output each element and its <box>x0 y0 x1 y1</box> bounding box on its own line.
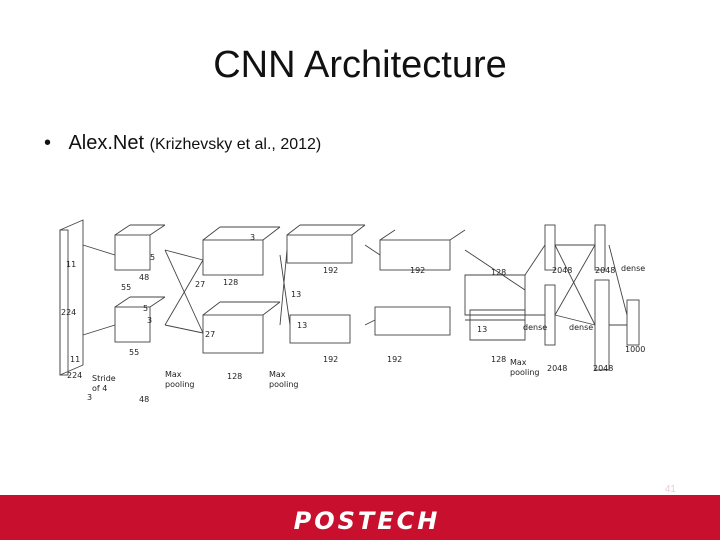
label-in11b: 11 <box>70 355 80 364</box>
bullet-alexnet: • Alex.Net (Krizhevsky et al., 2012) <box>44 132 321 155</box>
dense2-top <box>594 224 606 271</box>
label-maxpool1: Max <box>165 370 182 379</box>
label-d1000: 1000 <box>625 345 645 354</box>
label-maxpool1b: pooling <box>165 380 194 389</box>
label-in3: 3 <box>87 393 92 402</box>
postech-logo: POSTECH <box>294 509 441 533</box>
label-c13a: 13 <box>291 290 301 299</box>
label-d2048a: 2048 <box>552 266 572 275</box>
dense1-bottom <box>544 284 556 346</box>
conv3-bottom <box>289 314 351 344</box>
label-c55a: 55 <box>121 283 131 292</box>
label-c192c: 192 <box>323 355 338 364</box>
label-c128b: 128 <box>227 372 242 381</box>
label-maxpool2b: pooling <box>269 380 298 389</box>
postech-logo-text: POSTECH <box>294 509 441 533</box>
label-c128d: 128 <box>491 355 506 364</box>
label-maxpool2: Max <box>269 370 286 379</box>
label-c27b: 27 <box>205 330 215 339</box>
dense2-bottom <box>594 279 610 371</box>
input-volume <box>59 219 84 376</box>
label-in224b: 224 <box>67 371 82 380</box>
label-c192a: 192 <box>323 266 338 275</box>
dense1-top <box>544 224 556 271</box>
label-dense1: dense <box>523 323 547 332</box>
bullet-dot: • <box>44 132 52 154</box>
conv1-bottom <box>114 306 151 343</box>
label-in11a: 11 <box>66 260 76 269</box>
bullet-reference: (Krizhevsky et al., 2012) <box>149 136 322 153</box>
label-c13c: 13 <box>477 325 487 334</box>
conv2-top <box>202 239 264 276</box>
label-d2048b: 2048 <box>595 266 615 275</box>
label-c55b: 55 <box>129 348 139 357</box>
label-c128a: 128 <box>223 278 238 287</box>
conv3-top <box>286 234 353 264</box>
label-d2048c: 2048 <box>547 364 567 373</box>
alexnet-diagram: 224 224 11 11 3 Stride of 4 55 55 48 48 … <box>59 219 645 404</box>
conv5-top <box>464 274 526 316</box>
label-c5a: 5 <box>150 253 155 262</box>
label-c3a: 3 <box>147 316 152 325</box>
label-c27a: 27 <box>195 280 205 289</box>
label-maxpool3: Max <box>510 358 527 367</box>
page-number: 41 <box>664 484 676 495</box>
label-c48a: 48 <box>139 273 149 282</box>
label-d2048d: 2048 <box>593 364 613 373</box>
label-c3b: 3 <box>250 233 255 242</box>
conv4-bottom <box>374 306 451 336</box>
footer-bar <box>0 495 720 540</box>
bullet-main-text: Alex.Net <box>68 132 145 154</box>
conv1-top <box>114 234 151 271</box>
label-in224a: 224 <box>61 308 76 317</box>
label-c13b: 13 <box>297 321 307 330</box>
conv5-bottom <box>469 309 526 341</box>
label-dense3: dense <box>621 264 645 273</box>
label-c192d: 192 <box>387 355 402 364</box>
dense3 <box>626 299 640 346</box>
label-c5b: 5 <box>143 304 148 313</box>
label-c192b: 192 <box>410 266 425 275</box>
label-c128c: 128 <box>491 268 506 277</box>
slide-title: CNN Architecture <box>213 44 507 86</box>
conv2-bottom <box>202 314 264 354</box>
label-dense2: dense <box>569 323 593 332</box>
label-maxpool3b: pooling <box>510 368 539 377</box>
label-c48b: 48 <box>139 395 149 404</box>
label-of4: of 4 <box>92 384 107 393</box>
label-stride: Stride <box>92 374 116 383</box>
